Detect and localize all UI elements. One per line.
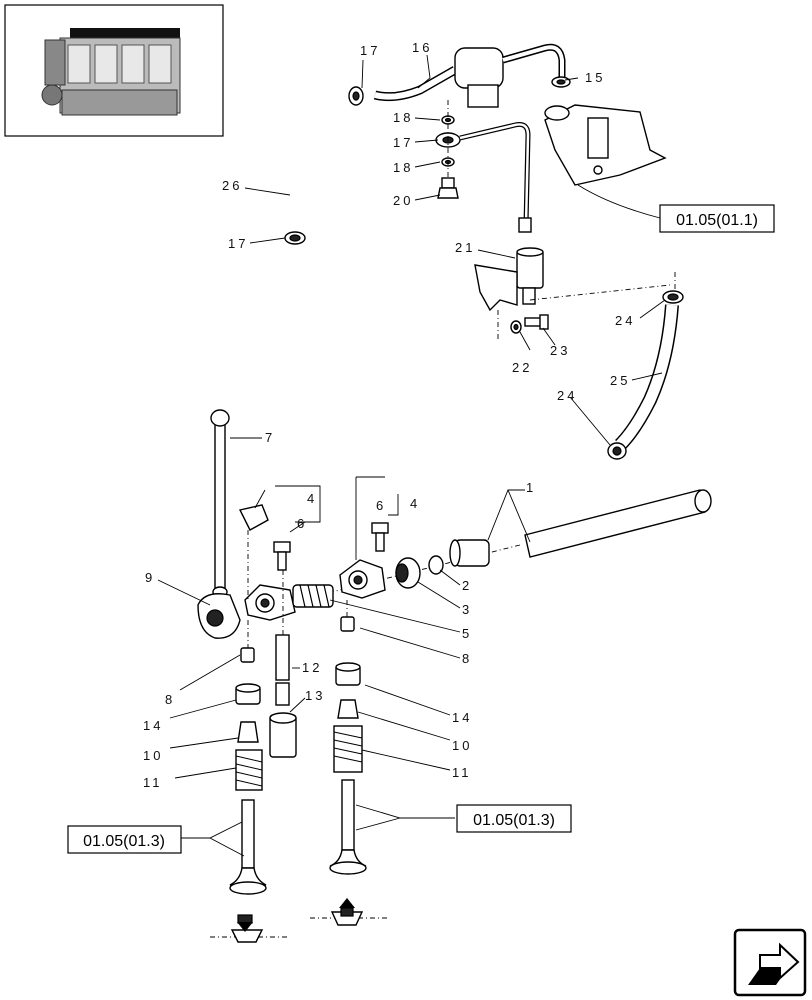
rocker-arm-9: [197, 593, 241, 639]
callout-16: 16: [412, 40, 432, 55]
callout-3: 3: [462, 602, 472, 617]
callout-5: 5: [462, 626, 472, 641]
adjust-screw-6-right: [371, 522, 389, 552]
callout-21: 21: [455, 240, 475, 255]
callout-6-right: 6: [376, 498, 386, 513]
spring-11-right: [333, 725, 363, 773]
callout-18-top: 18: [393, 110, 413, 125]
pipe-17: [435, 122, 532, 233]
ref-box-top-right-label: 01.05(01.1): [676, 212, 758, 229]
callout-11-right: 11: [452, 765, 472, 780]
intake-seat-icon: [310, 898, 390, 926]
guide-12: [275, 634, 290, 706]
spacer-2: [428, 555, 444, 575]
cap-8-left: [240, 647, 255, 663]
hose-25: [614, 304, 679, 450]
callout-20: 20: [393, 193, 413, 208]
keeper-10-left: [237, 721, 259, 743]
solenoid-21: [474, 247, 544, 312]
callout-13: 13: [305, 688, 325, 703]
callout-22: 22: [512, 360, 532, 375]
callout-14-left: 14: [143, 718, 163, 733]
exhaust-seat-icon: [210, 914, 290, 943]
callout-12: 12: [302, 660, 322, 675]
keeper-10-right: [337, 699, 359, 719]
spacer-3: [395, 557, 421, 589]
callout-18-bottom: 18: [393, 160, 413, 175]
rocker-shaft-1: [524, 489, 712, 558]
ref-box-bottom-left[interactable]: 01.05(01.3): [67, 825, 182, 854]
callout-8-left: 8: [165, 692, 175, 707]
callout-11-left: 11: [143, 775, 163, 790]
callout-8-right: 8: [462, 651, 472, 666]
callout-4-left: 4: [307, 491, 317, 506]
callout-15: 15: [585, 70, 605, 85]
ref-box-top-right[interactable]: 01.05(01.1): [659, 204, 775, 233]
callout-4-right: 4: [410, 496, 420, 511]
callout-7: 7: [265, 430, 275, 445]
callout-labels: 17 16 15 18 17 18 20 26 17 21 22 23 24 2…: [143, 40, 635, 790]
callout-10-right: 10: [452, 738, 472, 753]
callout-23: 23: [550, 343, 570, 358]
next-page-arrow-icon: [748, 942, 800, 985]
callout-9: 9: [145, 570, 155, 585]
leader-lines: [157, 54, 666, 857]
engine-thumbnail: [4, 4, 224, 137]
hose-26: [284, 83, 364, 245]
bolt-23: [524, 314, 549, 330]
banjo-bolt-20: [437, 177, 459, 199]
callout-6-left: 6: [297, 516, 307, 531]
callout-17-bottom: 17: [228, 236, 248, 251]
callout-24-top: 24: [615, 313, 635, 328]
rocker-arm-right: [339, 559, 386, 599]
callout-24-bottom: 24: [557, 388, 577, 403]
valve-left: [229, 799, 267, 895]
callout-25: 25: [610, 373, 630, 388]
ref-box-bottom-left-label: 01.05(01.3): [83, 833, 165, 850]
ref-box-bottom-right-label: 01.05(01.3): [473, 812, 555, 829]
plug-1: [449, 539, 490, 567]
spring-5: [292, 584, 334, 608]
callout-2: 2: [462, 578, 472, 593]
callout-26: 26: [222, 178, 242, 193]
callout-1: 1: [526, 480, 536, 495]
engine-thumbnail-icon: [41, 28, 181, 116]
callout-10-left: 10: [143, 748, 163, 763]
push-rod-7: [210, 409, 230, 598]
valve-right: [329, 779, 367, 875]
clamp-24-top: [662, 290, 684, 304]
callout-17-mid: 17: [393, 135, 413, 150]
ref-box-bottom-right[interactable]: 01.05(01.3): [456, 804, 572, 833]
adjust-pad-4: [238, 504, 269, 531]
adjust-screw-6-left: [273, 541, 291, 571]
clamp-24-bottom: [607, 442, 627, 460]
seal-13: [269, 712, 297, 758]
callout-17-top: 17: [360, 43, 380, 58]
valve-cover-bracket: [544, 104, 667, 186]
pipe-16: [373, 43, 566, 108]
washer-22: [510, 320, 522, 334]
next-page-button[interactable]: [733, 928, 807, 997]
retainer-14-left: [235, 683, 261, 705]
callout-14-right: 14: [452, 710, 472, 725]
washer-15: [551, 76, 571, 88]
spring-11-left: [235, 749, 263, 791]
cap-8-right: [340, 616, 355, 632]
retainer-14-right: [335, 662, 361, 686]
rocker-arm-left: [244, 584, 296, 621]
